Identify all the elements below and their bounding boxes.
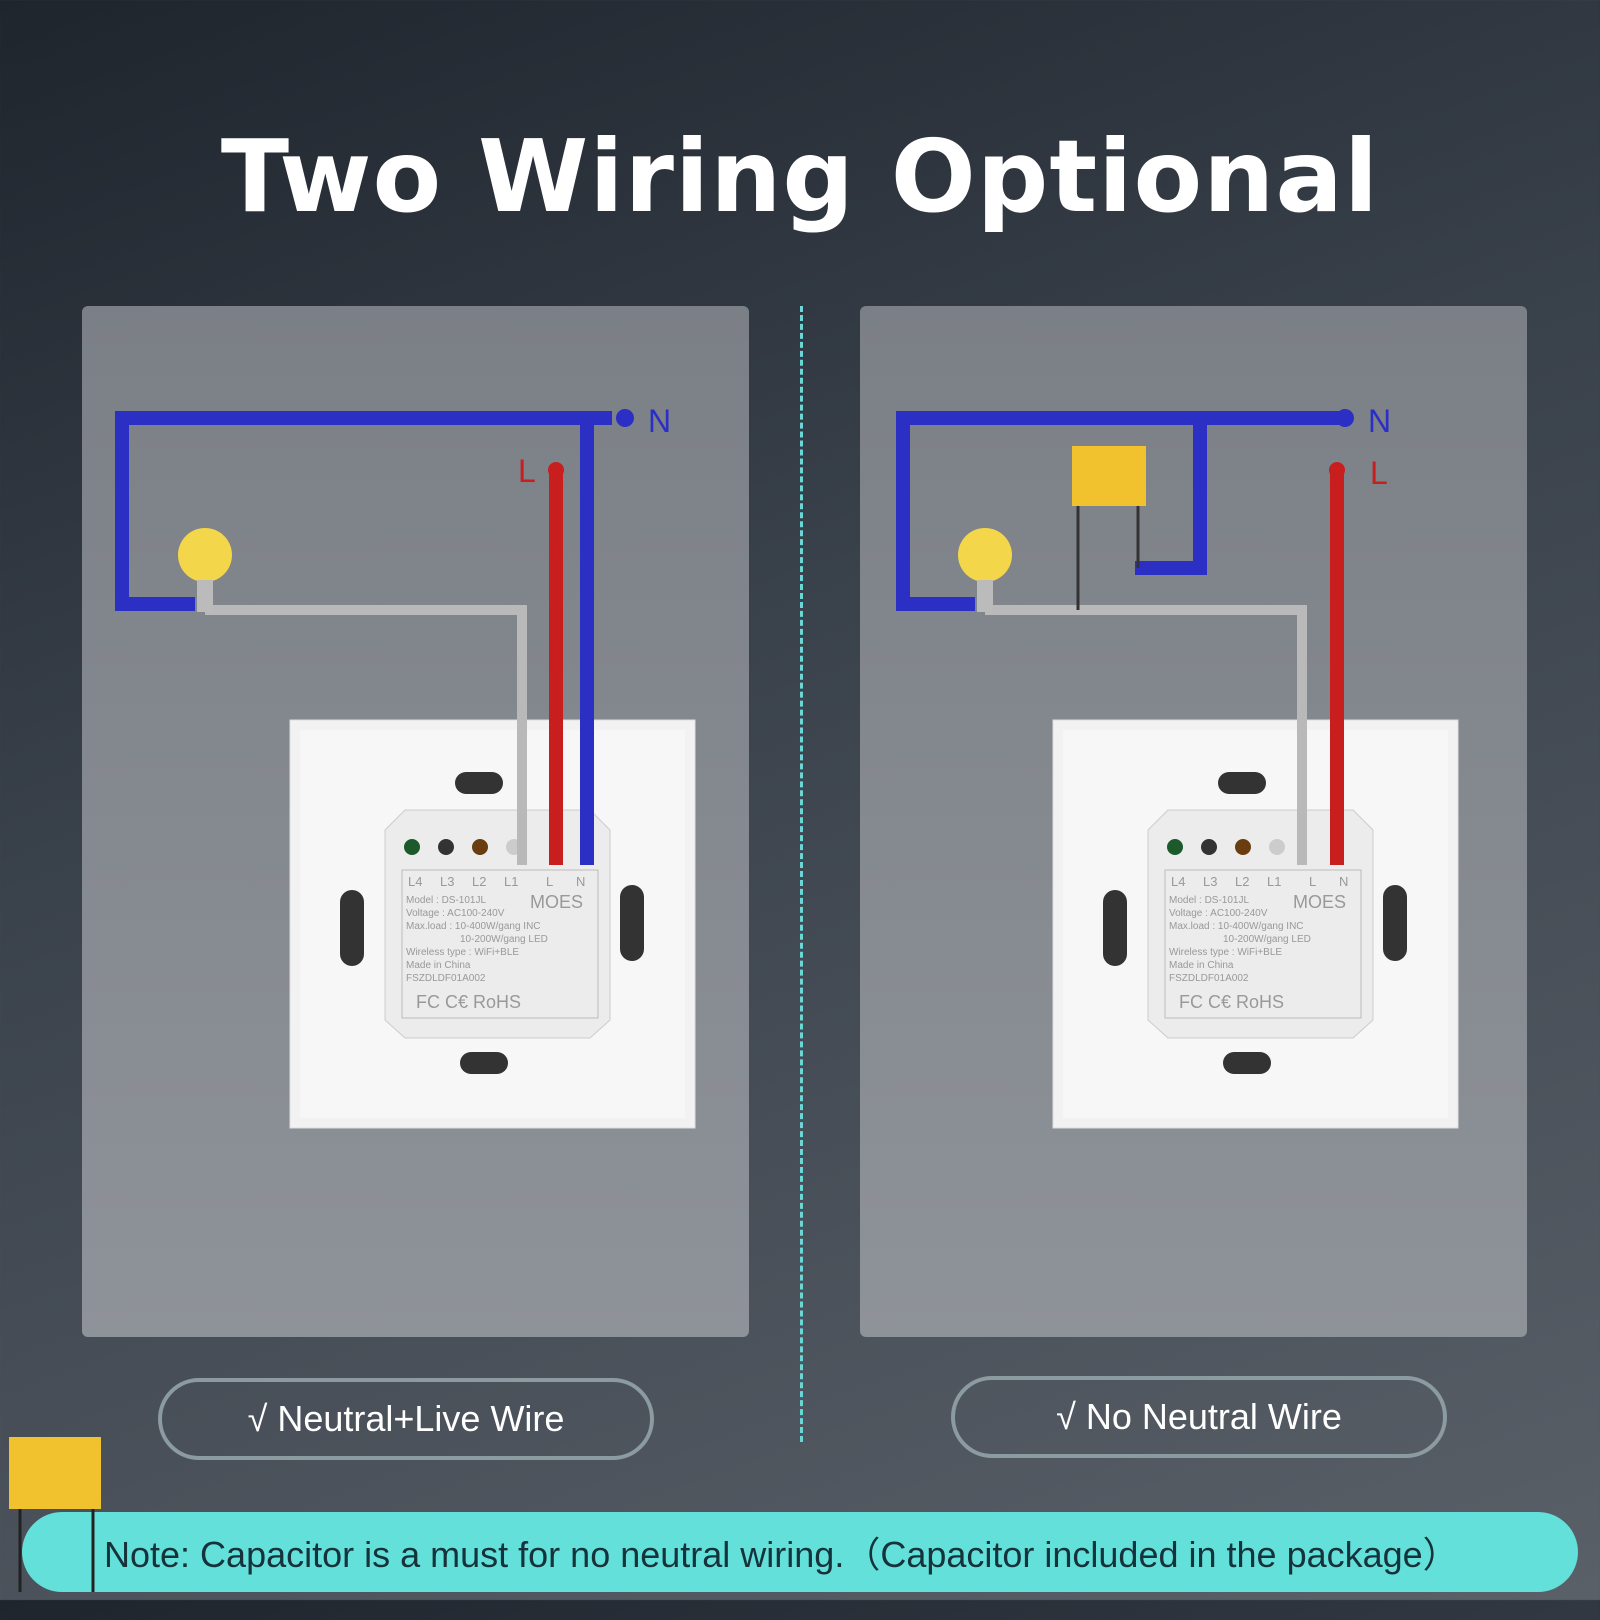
svg-text:L2: L2 (1235, 874, 1249, 889)
divider (800, 306, 803, 1442)
svg-text:L1: L1 (504, 874, 518, 889)
svg-text:L3: L3 (440, 874, 454, 889)
svg-text:Wireless type : WiFi+BLE: Wireless type : WiFi+BLE (1169, 947, 1282, 958)
svg-text:L2: L2 (472, 874, 486, 889)
neutral-wire-right (896, 411, 1345, 611)
live-label-left: L (518, 453, 536, 489)
neutral-label-left: N (648, 403, 671, 439)
svg-text:Model : DS-101JL: Model : DS-101JL (406, 895, 486, 906)
svg-text:Max.load : 10-400W/gang INC: Max.load : 10-400W/gang INC (1169, 921, 1304, 932)
switch-module-left: L4 L3 L2 L1 L N MOES Model : DS-101JL Vo… (289, 719, 696, 1129)
svg-text:Voltage : AC100-240V: Voltage : AC100-240V (406, 908, 505, 919)
neutral-label-right: N (1368, 403, 1391, 439)
svg-text:FSZDLDF01A002: FSZDLDF01A002 (1169, 973, 1249, 984)
neutral-wire-right-branch (1135, 418, 1207, 575)
svg-text:10-200W/gang LED: 10-200W/gang LED (1223, 934, 1311, 945)
capacitor-note: Note: Capacitor is a must for no neutral… (22, 1512, 1578, 1592)
switch-module-right: L4 L3 L2 L1 L N MOES Model : DS-101JL Vo… (1052, 719, 1459, 1129)
svg-text:Made in China: Made in China (1169, 960, 1234, 971)
load-wire-left (205, 605, 527, 865)
option-label-no-neutral: √ No Neutral Wire (951, 1376, 1447, 1458)
svg-text:Wireless type : WiFi+BLE: Wireless type : WiFi+BLE (406, 947, 519, 958)
page-title: Two Wiring Optional (220, 118, 1380, 235)
light-bulb-icon (178, 528, 232, 612)
svg-text:L1: L1 (1267, 874, 1281, 889)
svg-text:N: N (576, 874, 585, 889)
load-wire-right (985, 605, 1307, 865)
svg-text:Made in China: Made in China (406, 960, 471, 971)
live-label-right: L (1370, 455, 1388, 491)
svg-text:L: L (1309, 874, 1316, 889)
light-bulb-icon (958, 528, 1012, 612)
svg-text:FC C€ RoHS: FC C€ RoHS (416, 992, 521, 1012)
svg-text:Max.load : 10-400W/gang INC: Max.load : 10-400W/gang INC (406, 921, 541, 932)
svg-text:Voltage : AC100-240V: Voltage : AC100-240V (1169, 908, 1268, 919)
svg-text:L4: L4 (408, 874, 422, 889)
svg-text:N: N (1339, 874, 1348, 889)
capacitor-icon (1072, 446, 1146, 506)
neutral-wire-left (115, 411, 612, 611)
svg-text:FC C€ RoHS: FC C€ RoHS (1179, 992, 1284, 1012)
svg-text:10-200W/gang LED: 10-200W/gang LED (460, 934, 548, 945)
capacitor-icon (9, 1437, 101, 1592)
svg-text:L4: L4 (1171, 874, 1185, 889)
svg-text:Model : DS-101JL: Model : DS-101JL (1169, 895, 1249, 906)
svg-text:L: L (546, 874, 553, 889)
option-label-neutral-live: √ Neutral+Live Wire (158, 1378, 654, 1460)
svg-text:L3: L3 (1203, 874, 1217, 889)
svg-text:MOES: MOES (1293, 892, 1346, 912)
svg-text:FSZDLDF01A002: FSZDLDF01A002 (406, 973, 486, 984)
brand-logo: MOES (530, 892, 583, 912)
